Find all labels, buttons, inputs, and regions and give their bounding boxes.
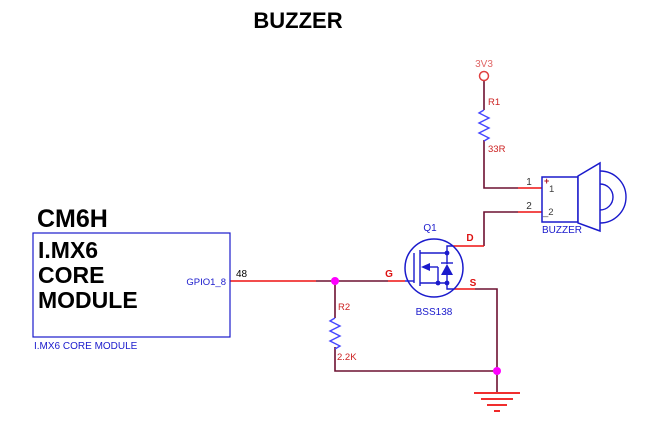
buzzer-label: BUZZER <box>542 225 582 236</box>
wire-segments <box>316 80 518 392</box>
transistor-q1: Q1 BSS138 D G S <box>385 223 477 318</box>
transistor-ref: Q1 <box>423 223 437 234</box>
power-net-label: 3V3 <box>475 59 493 70</box>
buzzer-soundwave-arc-outer <box>599 170 627 224</box>
module-pin-number: 48 <box>236 269 248 280</box>
module-pin-name: GPIO1_8 <box>186 277 226 288</box>
resistor-value: 33R <box>488 144 506 155</box>
buzzer-body-outline <box>541 176 579 223</box>
module-body-line: I.MX6 <box>38 237 98 263</box>
module-body-line: CORE <box>38 262 104 288</box>
module-body-line: MODULE <box>38 287 138 313</box>
transistor-pin-d-label: D <box>466 233 473 244</box>
resistor-ref: R1 <box>488 97 500 108</box>
resistor-value: 2.2K <box>337 352 357 363</box>
buzzer-component: 1 2 + 1 _2 BUZZER <box>526 161 627 236</box>
resistor-symbol <box>328 317 342 350</box>
module-ref: CM6H <box>37 205 108 233</box>
schematic-title: BUZZER <box>253 8 342 33</box>
module-cm6h: CM6H I.MX6 CORE MODULE GPIO1_8 48 I.MX6 … <box>32 205 248 352</box>
buzzer-pin2-number: 2 <box>526 201 532 212</box>
resistor-r2: R2 2.2K <box>328 302 357 363</box>
buzzer-pin1-number: 1 <box>526 177 532 188</box>
module-body-outline <box>32 232 231 338</box>
resistor-ref: R2 <box>338 302 350 313</box>
junction-dot <box>493 367 501 375</box>
mosfet-symbol <box>405 245 454 290</box>
buzzer-pin1-name: 1 <box>549 184 554 195</box>
module-caption: I.MX6 CORE MODULE <box>34 341 138 352</box>
buzzer-soundwave-arc-inner <box>599 183 614 211</box>
junction-dot <box>331 277 339 285</box>
transistor-pin-g-label: G <box>385 269 393 280</box>
ground-symbol <box>474 392 520 412</box>
resistor-symbol <box>477 109 491 142</box>
transistor-pin-s-label: S <box>470 278 477 289</box>
power-terminal-icon <box>478 70 490 82</box>
transistor-part: BSS138 <box>416 307 453 318</box>
power-flag-3v3: 3V3 <box>475 59 493 82</box>
buzzer-cone <box>577 161 601 233</box>
pin-stubs <box>230 187 542 290</box>
resistor-r1: R1 33R <box>477 97 506 155</box>
buzzer-pin2-name: _2 <box>542 207 554 218</box>
buzzer-polarity-mark: + <box>544 176 549 186</box>
